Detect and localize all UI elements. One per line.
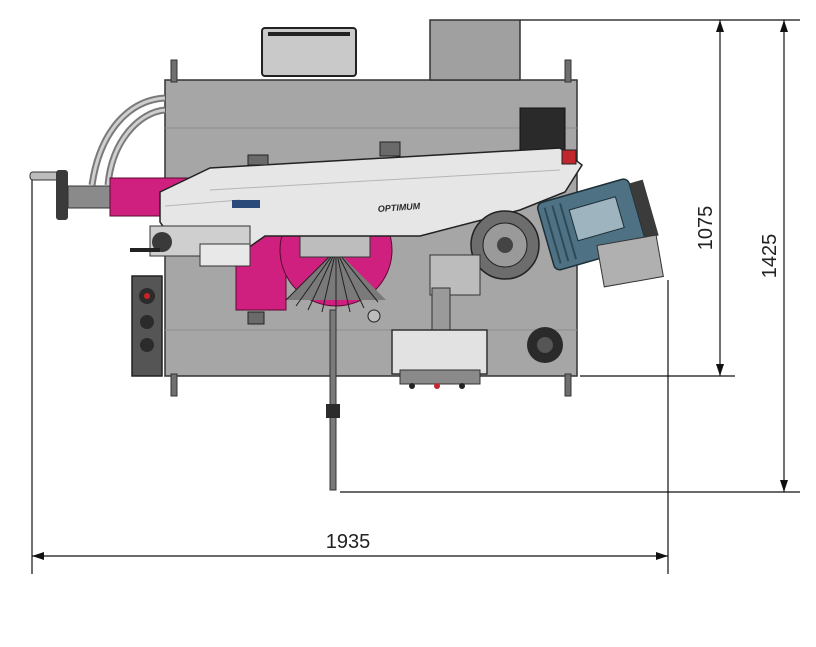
arm-red-button xyxy=(561,149,577,165)
dimension-lines xyxy=(31,19,800,574)
brand-logo: OPTIMUM xyxy=(377,201,421,214)
hardware-bits xyxy=(247,141,401,325)
dimension-width-label: 1935 xyxy=(326,531,371,553)
coolant-hoses-highlight xyxy=(90,96,166,186)
dimension-inner-depth-label: 1075 xyxy=(695,206,717,251)
motor-mount xyxy=(596,234,664,288)
gearbox xyxy=(429,210,540,296)
blade-guide-left xyxy=(130,225,251,267)
pump-unit xyxy=(391,287,488,389)
electrical-window xyxy=(519,107,566,154)
saw-arm: OPTIMUM xyxy=(159,147,583,251)
top-handle xyxy=(261,27,357,77)
dimension-arrows xyxy=(32,20,788,560)
control-panel xyxy=(131,275,163,377)
coolant-tank xyxy=(429,19,521,81)
dimension-outer-depth-label: 1425 xyxy=(759,234,781,279)
hydraulic-cylinder xyxy=(527,327,563,363)
material-stop-rod xyxy=(326,309,340,491)
